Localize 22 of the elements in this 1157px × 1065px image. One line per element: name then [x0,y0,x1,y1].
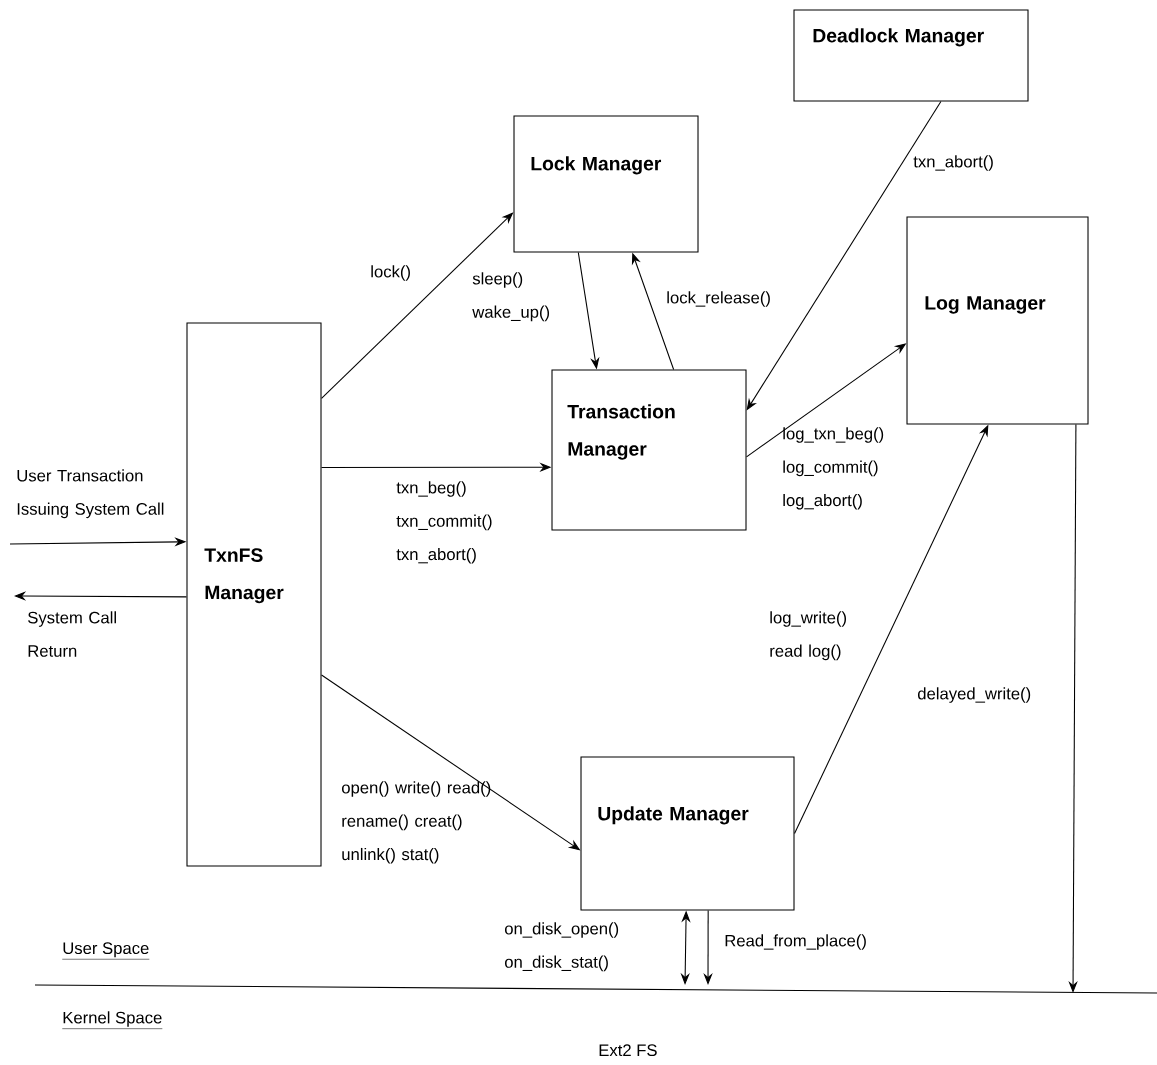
edge-label: delayed_write() [917,687,1031,703]
process-box: Deadlock Manager [793,9,1029,102]
edge-label: lock() [371,265,410,281]
edge-label: log_write() read log() [770,611,846,661]
region-label: Kernel Space [62,1011,163,1029]
process-box: Transaction Manager [551,369,747,531]
edge-label: open() write() read() rename() creat() unlink() stat() [341,781,491,864]
edge-label: on_disk_open() on_disk_stat() [504,922,619,972]
edge-label: txn_beg() txn_commit() txn_abort() [396,481,492,564]
edge-label: lock_release() [667,291,770,307]
process-box: Log Manager [906,216,1089,425]
edge-label: txn_abort() [913,155,993,171]
edge-label: System Call Return [28,611,116,657]
edge-label: User Transaction Issuing System Call [17,469,164,519]
process-box: TxnFS Manager [186,322,322,867]
process-box: Lock Manager [513,115,699,253]
layer-label: Ext2 FS [599,1044,657,1057]
region-label: User Space [62,942,150,960]
edge-label: Read_from_place() [725,934,866,950]
edge-label: log_txn_beg() log_commit() log_abort() [783,427,884,510]
edge-label: sleep() wake_up() [472,272,550,322]
process-box: Update Manager [580,756,795,911]
